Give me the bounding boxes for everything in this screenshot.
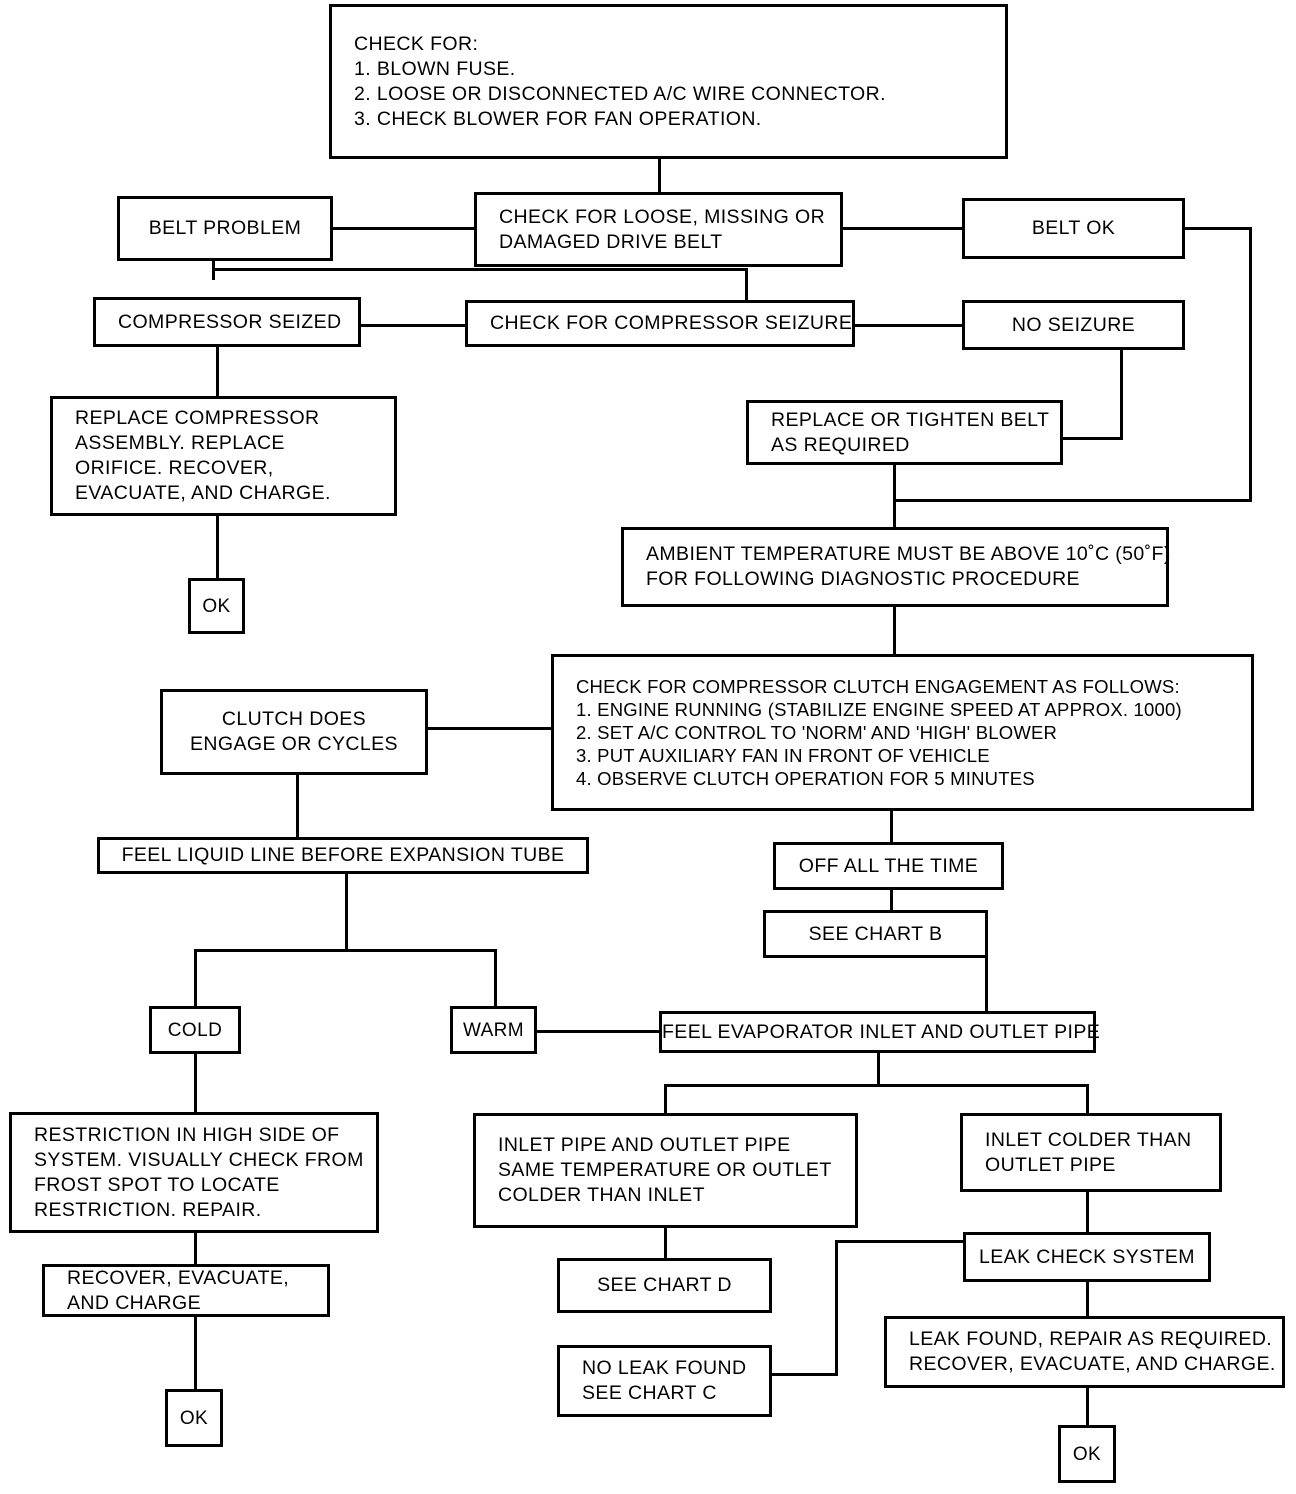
node-see-chart-d[interactable]: SEE CHART D bbox=[557, 1258, 772, 1313]
connector-evaporator-drop bbox=[877, 1053, 880, 1086]
node-feel-evaporator[interactable]: FEEL EVAPORATOR INLET AND OUTLET PIPE bbox=[659, 1011, 1101, 1053]
node-off-all-the-time[interactable]: OFF ALL THE TIME bbox=[773, 842, 1004, 890]
node-leak-found[interactable]: LEAK FOUND, REPAIR AS REQUIRED. RECOVER,… bbox=[884, 1316, 1285, 1388]
node-feel-liquid-line-text: FEEL LIQUID LINE BEFORE EXPANSION TUBE bbox=[121, 844, 565, 866]
connector-chartb-drop bbox=[985, 958, 988, 1011]
node-ok-bottom-left[interactable]: OK bbox=[165, 1389, 223, 1447]
node-leak-found-text: LEAK FOUND, REPAIR AS REQUIRED. RECOVER,… bbox=[909, 1328, 1276, 1375]
connector-warm-to-evaporator bbox=[537, 1030, 659, 1033]
node-clutch-engagement[interactable]: CHECK FOR COMPRESSOR CLUTCH ENGAGEMENT A… bbox=[551, 654, 1254, 811]
node-check-for-text: CHECK FOR: 1. BLOWN FUSE. 2. LOOSE OR DI… bbox=[354, 32, 886, 130]
node-see-chart-d-text: SEE CHART D bbox=[597, 1274, 732, 1296]
node-check-drive-belt-text: CHECK FOR LOOSE, MISSING OR DAMAGED DRIV… bbox=[499, 205, 826, 253]
node-inlet-outlet-same[interactable]: INLET PIPE AND OUTLET PIPE SAME TEMPERAT… bbox=[473, 1113, 858, 1228]
connector-clutchcheck-to-engage bbox=[428, 727, 552, 730]
node-replace-compressor-text: REPLACE COMPRESSOR ASSEMBLY. REPLACE ORI… bbox=[75, 407, 331, 504]
connector-inletcolder-to-leakcheck bbox=[1086, 1192, 1089, 1233]
connector-to-warm bbox=[494, 949, 497, 1006]
node-feel-evaporator-text: FEEL EVAPORATOR INLET AND OUTLET PIPE bbox=[662, 1020, 1101, 1043]
node-cold[interactable]: COLD bbox=[149, 1006, 241, 1054]
connector-into-seizure bbox=[745, 268, 748, 301]
connector-evaporator-split bbox=[664, 1084, 1089, 1087]
node-replace-compressor[interactable]: REPLACE COMPRESSOR ASSEMBLY. REPLACE ORI… bbox=[50, 396, 397, 516]
connector-tighten-to-ambient bbox=[893, 465, 896, 527]
connector-drivebelt-to-beltok bbox=[843, 227, 962, 230]
node-no-leak-found-text: NO LEAK FOUND SEE CHART C bbox=[582, 1357, 747, 1404]
connector-beltproblem-across bbox=[212, 268, 748, 271]
node-leak-check-system-text: LEAK CHECK SYSTEM bbox=[979, 1245, 1195, 1268]
node-check-compressor-seizure[interactable]: CHECK FOR COMPRESSOR SEIZURE bbox=[465, 300, 855, 347]
node-check-compressor-seizure-text: CHECK FOR COMPRESSOR SEIZURE bbox=[490, 312, 853, 334]
node-see-chart-b[interactable]: SEE CHART B bbox=[763, 910, 988, 958]
node-restriction-high-side-text: RESTRICTION IN HIGH SIDE OF SYSTEM. VISU… bbox=[34, 1123, 364, 1221]
connector-checkfor-to-drivebelt bbox=[658, 158, 661, 193]
connector-cold-to-restriction bbox=[194, 1054, 197, 1112]
node-inlet-colder-text: INLET COLDER THAN OUTLET PIPE bbox=[985, 1128, 1192, 1176]
connector-seized-to-replace bbox=[216, 347, 219, 397]
connector-to-inlet-colder bbox=[1086, 1084, 1089, 1113]
node-ok-bottom-left-text: OK bbox=[179, 1407, 209, 1429]
node-feel-liquid-line[interactable]: FEEL LIQUID LINE BEFORE EXPANSION TUBE bbox=[97, 837, 589, 874]
node-replace-tighten-belt-text: REPLACE OR TIGHTEN BELT AS REQUIRED bbox=[771, 408, 1050, 456]
node-no-leak-found[interactable]: NO LEAK FOUND SEE CHART C bbox=[557, 1345, 772, 1417]
node-ok-bottom-right-text: OK bbox=[1072, 1443, 1102, 1465]
connector-noseizure-drop bbox=[1120, 350, 1123, 440]
node-check-for[interactable]: CHECK FOR: 1. BLOWN FUSE. 2. LOOSE OR DI… bbox=[329, 4, 1008, 159]
connector-noleak-to-leakcheck bbox=[835, 1240, 965, 1243]
connector-clutchcheck-to-off bbox=[890, 811, 893, 845]
node-off-all-the-time-text: OFF ALL THE TIME bbox=[798, 854, 979, 877]
connector-noleak-up bbox=[835, 1240, 838, 1376]
node-replace-tighten-belt[interactable]: REPLACE OR TIGHTEN BELT AS REQUIRED bbox=[746, 400, 1063, 465]
node-clutch-does-engage-text: CLUTCH DOES ENGAGE OR CYCLES bbox=[190, 708, 398, 755]
connector-noseizure-to-tighten bbox=[1062, 437, 1123, 440]
connector-recover-to-ok bbox=[194, 1317, 197, 1390]
connector-leakcheck-to-leakfound bbox=[1086, 1282, 1089, 1316]
connector-to-inletoutlet-same bbox=[664, 1084, 667, 1113]
node-ok-left-text: OK bbox=[202, 595, 231, 617]
node-check-drive-belt[interactable]: CHECK FOR LOOSE, MISSING OR DAMAGED DRIV… bbox=[474, 192, 843, 267]
node-ok-left[interactable]: OK bbox=[188, 578, 245, 634]
node-ambient-temperature-text: AMBIENT TEMPERATURE MUST BE ABOVE 10˚C (… bbox=[646, 543, 1171, 590]
connector-leakfound-to-ok bbox=[1086, 1388, 1089, 1426]
node-restriction-high-side[interactable]: RESTRICTION IN HIGH SIDE OF SYSTEM. VISU… bbox=[9, 1112, 379, 1233]
node-see-chart-b-text: SEE CHART B bbox=[808, 922, 943, 945]
node-no-seizure-text: NO SEIZURE bbox=[1011, 313, 1136, 336]
node-recover-evacuate-charge-text: RECOVER, EVACUATE, AND CHARGE bbox=[67, 1266, 290, 1314]
connector-beltok-across bbox=[893, 499, 1252, 502]
node-ambient-temperature[interactable]: AMBIENT TEMPERATURE MUST BE ABOVE 10˚C (… bbox=[621, 527, 1171, 607]
node-inlet-colder[interactable]: INLET COLDER THAN OUTLET PIPE bbox=[960, 1113, 1222, 1192]
connector-replace-to-ok bbox=[216, 516, 219, 579]
node-compressor-seized[interactable]: COMPRESSOR SEIZED bbox=[93, 297, 361, 347]
node-recover-evacuate-charge[interactable]: RECOVER, EVACUATE, AND CHARGE bbox=[42, 1264, 330, 1317]
node-warm-text: WARM bbox=[462, 1019, 525, 1041]
node-cold-text: COLD bbox=[167, 1019, 223, 1041]
node-inlet-outlet-same-text: INLET PIPE AND OUTLET PIPE SAME TEMPERAT… bbox=[498, 1134, 832, 1206]
connector-feelliquid-drop bbox=[345, 870, 348, 950]
node-leak-check-system[interactable]: LEAK CHECK SYSTEM bbox=[963, 1232, 1211, 1282]
connector-feelliquid-split bbox=[194, 949, 497, 952]
connector-seizure-to-seized bbox=[361, 324, 465, 327]
connector-noleak-right bbox=[770, 1373, 838, 1376]
connector-drivebelt-to-beltproblem bbox=[333, 227, 474, 230]
node-belt-problem[interactable]: BELT PROBLEM bbox=[117, 196, 333, 261]
node-clutch-does-engage[interactable]: CLUTCH DOES ENGAGE OR CYCLES bbox=[160, 689, 428, 775]
connector-to-cold bbox=[194, 949, 197, 1006]
node-clutch-engagement-text: CHECK FOR COMPRESSOR CLUTCH ENGAGEMENT A… bbox=[576, 676, 1182, 789]
node-ok-bottom-right[interactable]: OK bbox=[1058, 1425, 1116, 1483]
connector-off-to-chartb bbox=[890, 890, 893, 910]
node-belt-ok-text: BELT OK bbox=[1031, 217, 1116, 239]
connector-beltok-drop bbox=[1249, 227, 1252, 502]
node-compressor-seized-text: COMPRESSOR SEIZED bbox=[118, 310, 342, 333]
node-warm[interactable]: WARM bbox=[450, 1006, 537, 1054]
connector-ambient-to-clutchcheck bbox=[893, 607, 896, 655]
connector-seizure-to-noseizure bbox=[855, 324, 962, 327]
node-belt-ok[interactable]: BELT OK bbox=[962, 198, 1185, 259]
connector-same-to-chartd bbox=[664, 1228, 667, 1258]
node-no-seizure[interactable]: NO SEIZURE bbox=[962, 300, 1185, 350]
connector-beltok-right bbox=[1185, 227, 1252, 230]
connector-restriction-to-recover bbox=[194, 1233, 197, 1264]
node-belt-problem-text: BELT PROBLEM bbox=[148, 217, 302, 239]
connector-engage-to-feelliquid bbox=[296, 775, 299, 837]
